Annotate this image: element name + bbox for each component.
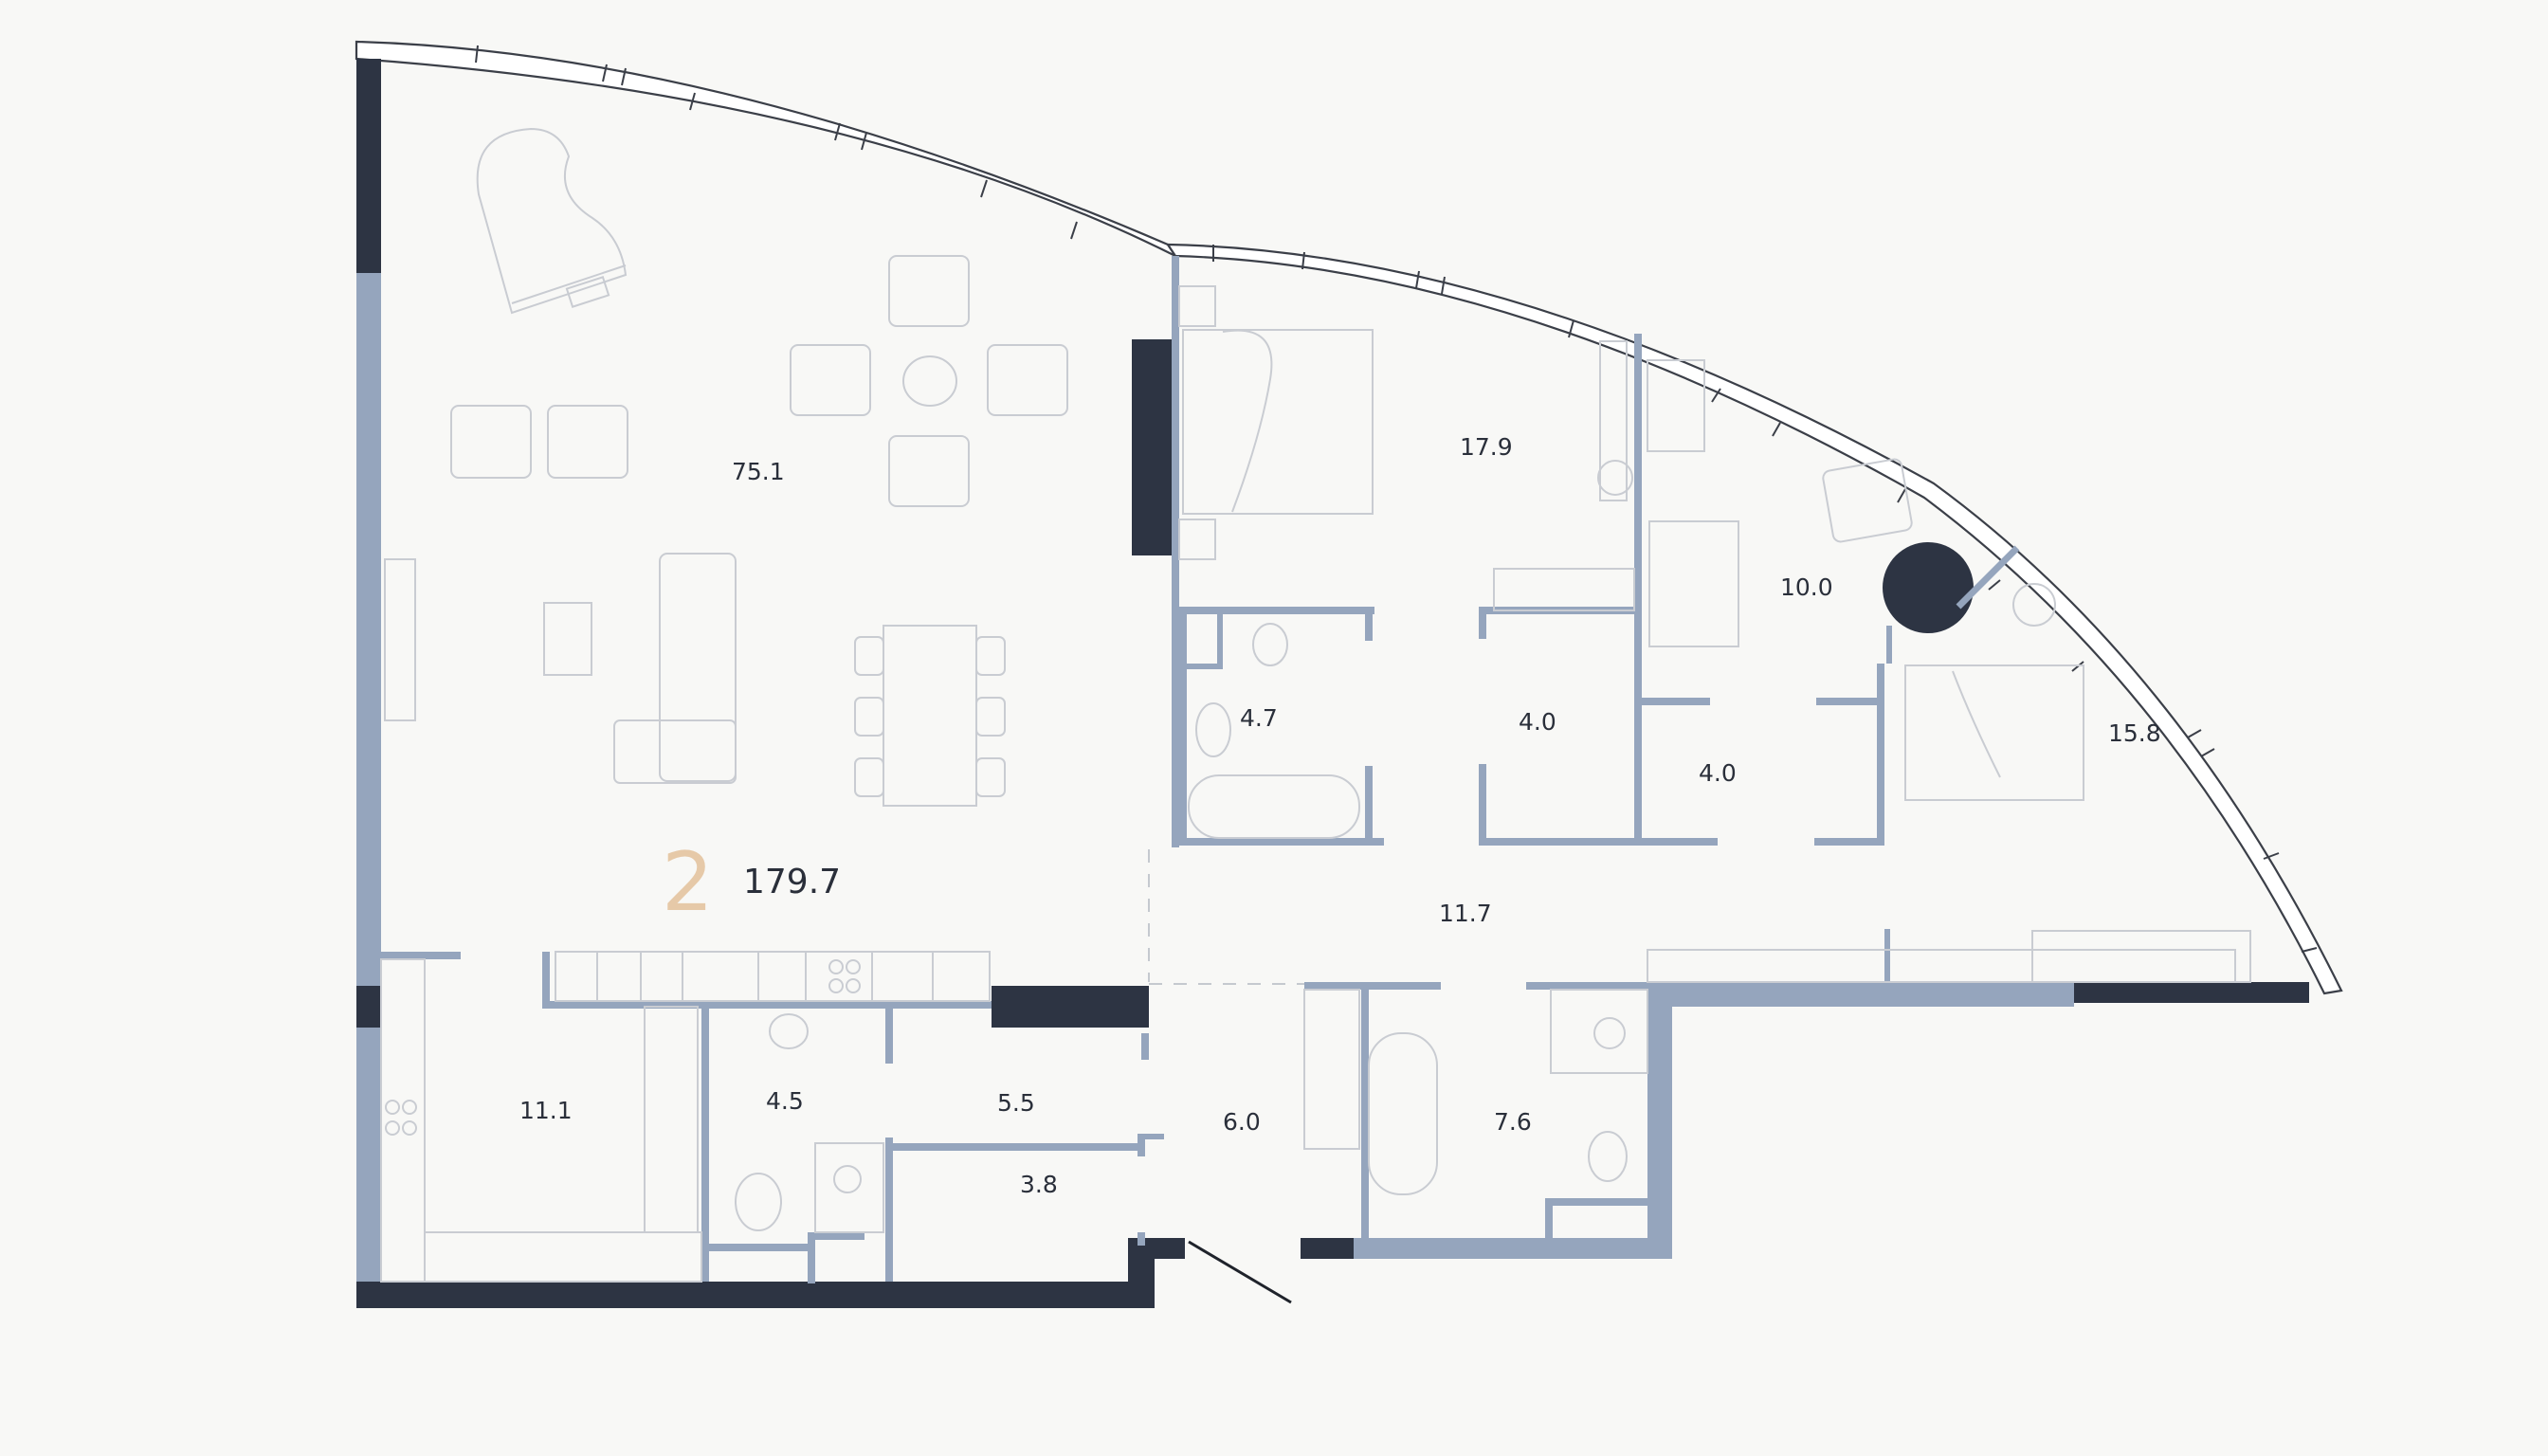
furniture <box>380 127 2251 1283</box>
room-area-wardrobe-2: 4.0 <box>1699 759 1737 787</box>
sofa-icon <box>543 553 737 784</box>
curved-facade <box>355 40 2343 995</box>
dining-table-round-icon <box>790 255 1068 507</box>
room-area-bedroom-master: 15.8 <box>2108 719 2161 747</box>
master-bed-icon <box>1904 583 2084 801</box>
bed-icon <box>1178 285 1374 560</box>
tv-unit-icon <box>384 558 416 721</box>
window-mullions <box>475 45 2318 953</box>
room-area-living-dining: 75.1 <box>732 458 785 485</box>
desk-icon <box>1599 340 1628 501</box>
room-area-bedroom-1: 17.9 <box>1460 433 1513 461</box>
bathtub-icon <box>1188 774 1360 839</box>
room-area-bathroom-2: 7.6 <box>1494 1108 1532 1136</box>
room-area-study: 10.0 <box>1780 573 1833 601</box>
room-area-wardrobe-1: 4.0 <box>1519 708 1556 736</box>
unit-number: 2 <box>662 835 714 930</box>
kitchen-counters <box>380 951 991 1283</box>
total-area: 179.7 <box>743 863 841 901</box>
room-area-bathroom-1: 4.7 <box>1240 704 1278 732</box>
room-labels: 75.1 17.9 10.0 15.8 4.7 4.0 4.0 11.7 11.… <box>519 433 2161 1198</box>
dining-table-icon <box>854 625 1006 807</box>
room-area-wc: 4.5 <box>766 1087 804 1115</box>
piano-icon <box>476 127 628 315</box>
room-area-hallway: 5.5 <box>997 1089 1035 1117</box>
bathtub-icon <box>1368 1032 1438 1195</box>
room-area-kitchen: 11.1 <box>519 1097 573 1124</box>
open-plan-boundaries <box>1148 849 1304 985</box>
room-area-storage: 3.8 <box>1020 1171 1058 1198</box>
walls <box>356 59 2309 1308</box>
armchair-icon <box>450 405 628 479</box>
room-area-corridor: 11.7 <box>1439 900 1492 927</box>
entrance-door <box>1188 1240 1292 1304</box>
room-area-entrance-hall: 6.0 <box>1223 1108 1261 1136</box>
